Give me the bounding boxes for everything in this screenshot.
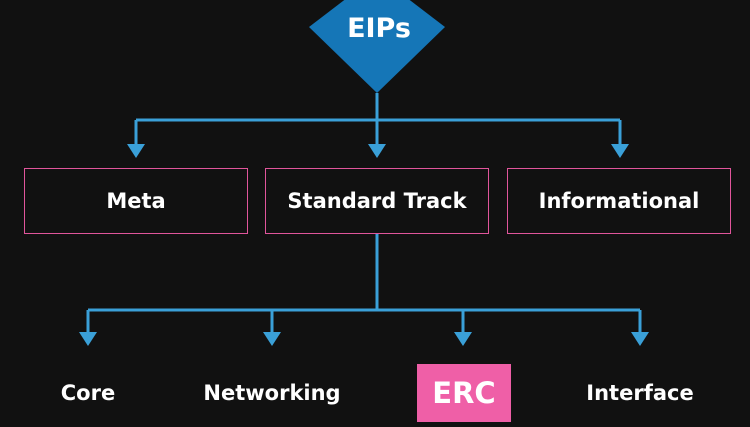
- track-arrowheads: [79, 332, 649, 346]
- arrowhead-standard-track: [368, 144, 386, 158]
- arrowhead-interface: [631, 332, 649, 346]
- root-connectors: [134, 93, 622, 146]
- arrowhead-networking: [263, 332, 281, 346]
- arrowhead-meta: [127, 144, 145, 158]
- subcategory-interface: Interface: [586, 381, 694, 405]
- root-diamond: [309, 0, 445, 93]
- category-box-standard-track: Standard Track: [265, 168, 489, 234]
- root-label-eips: EIPs: [347, 12, 411, 44]
- subcategory-core: Core: [60, 381, 116, 405]
- arrowhead-core: [79, 332, 97, 346]
- category-box-meta: Meta: [24, 168, 248, 234]
- subcategory-erc: ERC: [417, 364, 511, 422]
- arrowhead-informational: [611, 144, 629, 158]
- arrowhead-erc: [454, 332, 472, 346]
- root-arrowheads: [127, 144, 629, 158]
- track-connectors: [86, 234, 642, 334]
- subcategory-networking: Networking: [203, 381, 341, 405]
- category-box-informational: Informational: [507, 168, 731, 234]
